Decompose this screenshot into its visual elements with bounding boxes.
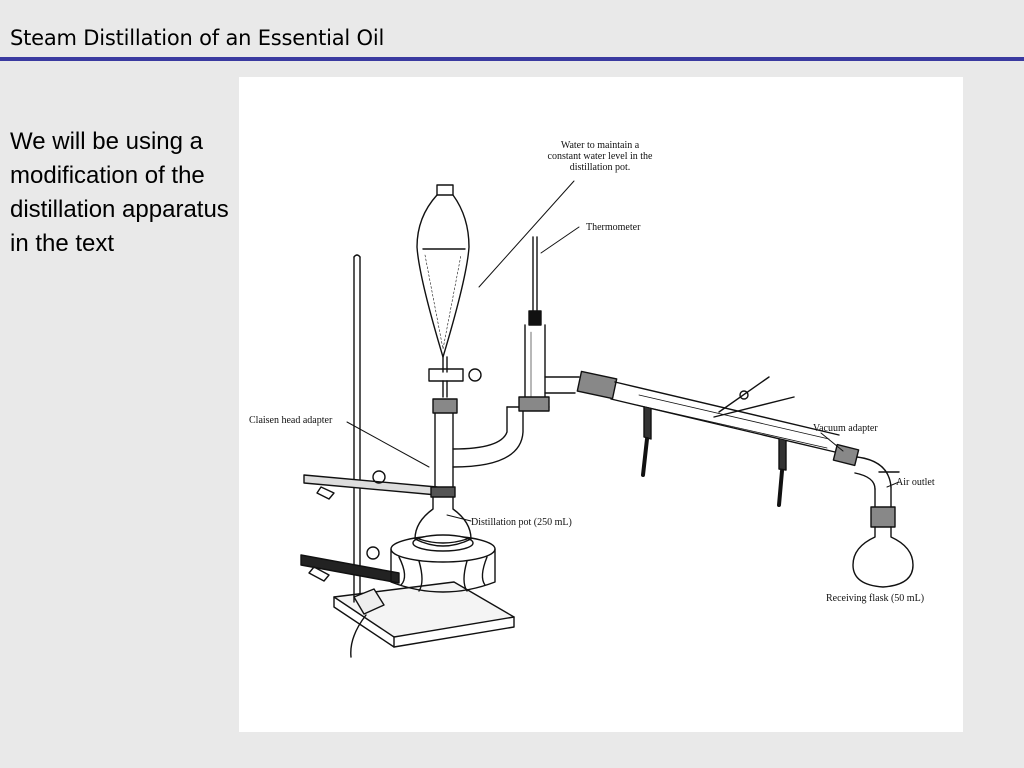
separatory-funnel (416, 184, 482, 398)
vacuum-adapter (832, 443, 900, 510)
lower-clamp (300, 546, 400, 584)
body-text: We will be using a modification of the d… (10, 128, 229, 257)
label-vacuum-adapter: Vacuum adapter (813, 423, 878, 434)
label-claisen-head: Claisen head adapter (249, 415, 333, 426)
apparatus-figure: Water to maintain a constant water level… (239, 77, 963, 732)
label-distillation-pot: Distillation pot (250 mL) (471, 517, 572, 528)
receiving-flask (852, 506, 914, 588)
distillation-head (506, 376, 580, 412)
upper-clamp (303, 470, 438, 500)
label-thermometer: Thermometer (586, 222, 641, 233)
ring-stand-base (333, 581, 515, 648)
label-air-outlet: Air outlet (896, 477, 935, 488)
label-water-inlet: Water to maintain a constant water level… (547, 140, 653, 173)
thermometer (524, 236, 546, 408)
apparatus-drawing (300, 180, 914, 658)
claisen-adapter (432, 398, 524, 488)
condenser (576, 370, 840, 507)
power-plug (350, 588, 385, 658)
distillation-pot (414, 486, 472, 547)
leader-lines (346, 180, 900, 522)
slide-title: Steam Distillation of an Essential Oil (10, 26, 385, 50)
title-rule (0, 57, 1024, 61)
label-receiving-flask: Receiving flask (50 mL) (826, 593, 925, 604)
